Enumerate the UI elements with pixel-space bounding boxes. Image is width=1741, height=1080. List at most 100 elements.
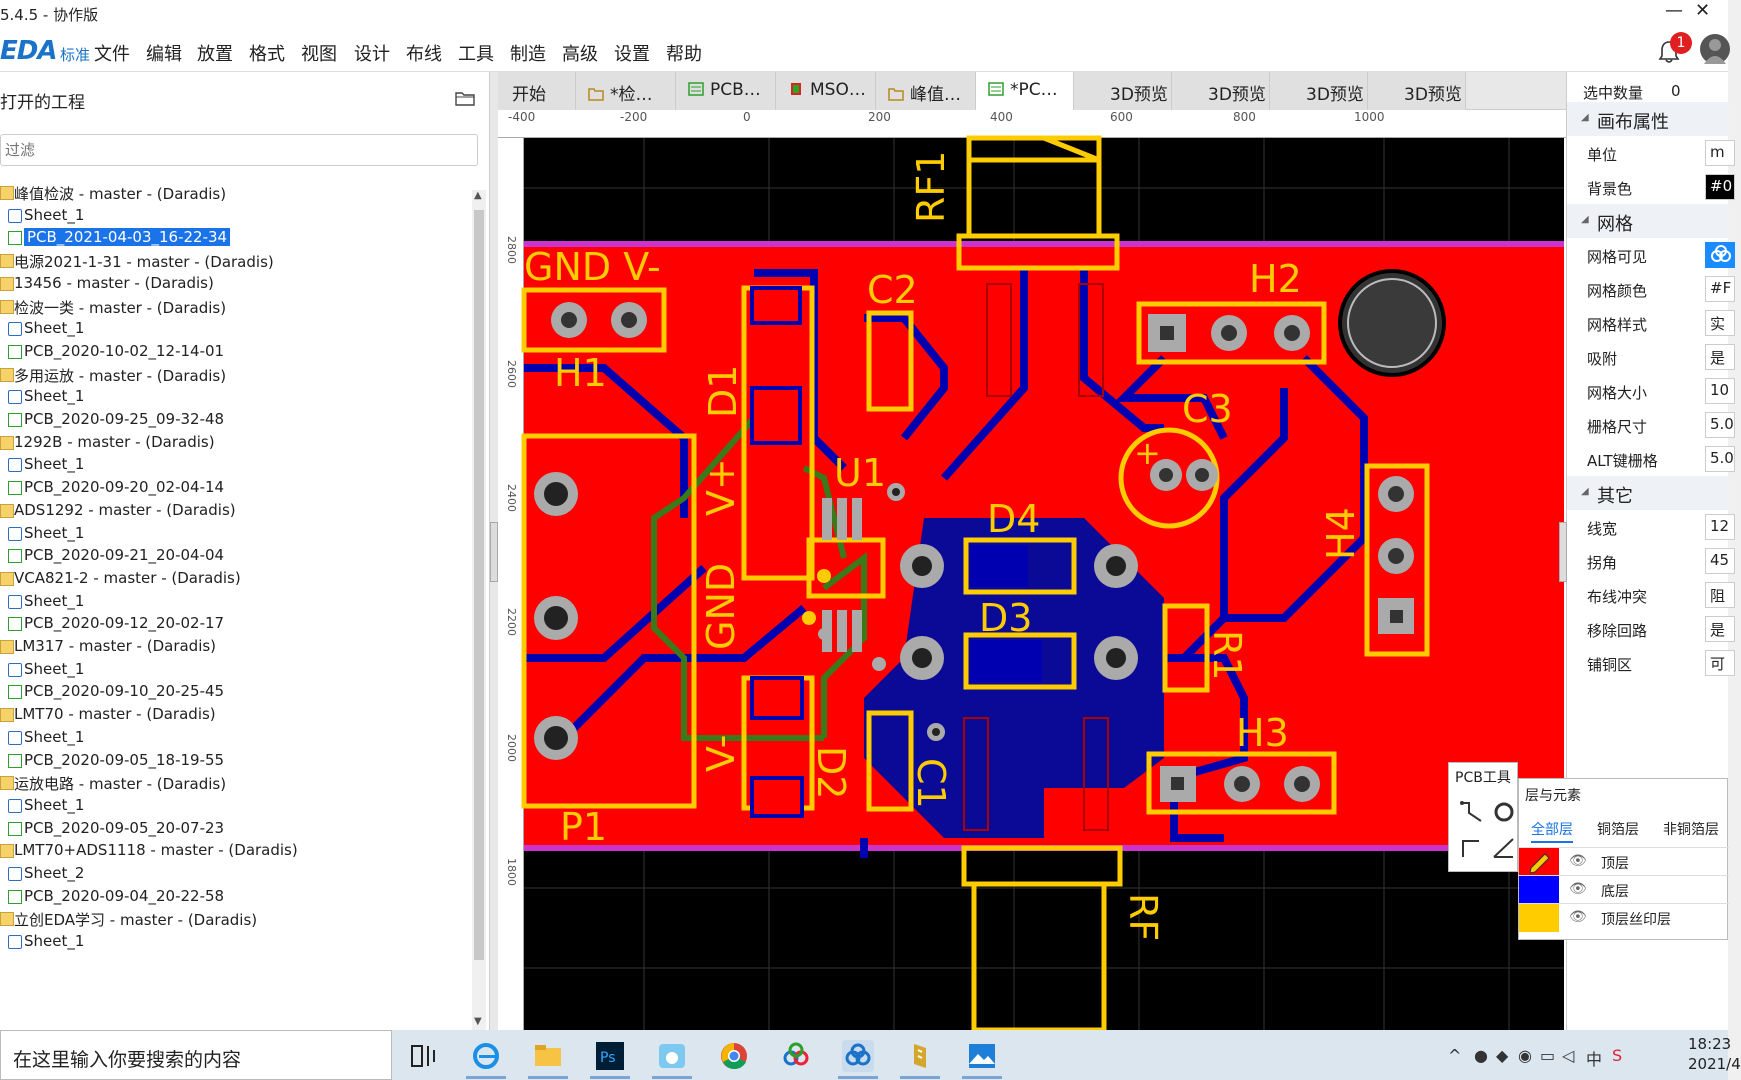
photoshop-icon[interactable]: Ps [594, 1040, 626, 1072]
layer-color-swatch[interactable] [1519, 876, 1559, 904]
corner-select[interactable]: 45 [1705, 548, 1735, 574]
menu-settings[interactable]: 设置 [614, 44, 650, 65]
document-tab[interactable]: 3D预览 [1270, 72, 1368, 110]
layer-row[interactable]: 👁底层 [1519, 875, 1729, 904]
grid-size-field[interactable]: 10 [1705, 378, 1735, 404]
right-splitter-grip[interactable] [1559, 522, 1567, 582]
grid-style-select[interactable]: 实 [1705, 310, 1735, 336]
tab-copper-layers[interactable]: 铜箔层 [1597, 822, 1639, 838]
photoshop-running-indicator [590, 1076, 630, 1079]
layer-row[interactable]: 👁顶层丝印层 [1519, 903, 1729, 932]
menu-route[interactable]: 布线 [406, 44, 442, 65]
chrome-icon[interactable] [718, 1040, 750, 1072]
layer-row[interactable]: 👁顶层 [1519, 847, 1729, 876]
schematic-icon [8, 662, 22, 677]
menu-design[interactable]: 设计 [354, 44, 390, 65]
menu-help[interactable]: 帮助 [666, 44, 702, 65]
tree-item-label: 电源2021-1-31 - master - (Daradis) [14, 253, 274, 272]
eye-icon[interactable]: 👁 [1569, 881, 1587, 897]
archive-app-icon[interactable] [904, 1040, 936, 1072]
snap-select[interactable]: 是 [1705, 344, 1735, 370]
tray-volume-icon[interactable]: ◁ [1562, 1046, 1575, 1065]
tray-qq-icon[interactable]: ● [1474, 1046, 1488, 1065]
menu-file[interactable]: 文件 [94, 44, 130, 65]
tray-shield-icon[interactable]: ◉ [1518, 1046, 1532, 1065]
tray-status-icon[interactable]: ◆ [1496, 1046, 1509, 1065]
alt-fence-field[interactable]: 5.0 [1705, 446, 1735, 472]
section-grid[interactable]: ◢网格 [1567, 204, 1729, 238]
tree-scrollbar[interactable]: ▲ ▼ [472, 190, 486, 1030]
menu-place[interactable]: 放置 [197, 44, 233, 65]
menu-fabrication[interactable]: 制造 [510, 44, 546, 65]
document-tab[interactable]: 开始 [498, 72, 576, 110]
eye-icon[interactable]: 👁 [1569, 853, 1587, 869]
photos-app-icon[interactable] [966, 1040, 998, 1072]
unit-field[interactable]: m [1705, 140, 1735, 166]
tree-item-label: 1292B - master - (Daradis) [14, 432, 215, 451]
document-tab[interactable]: MSO… [776, 72, 876, 110]
grid-color-field[interactable]: #F [1705, 276, 1735, 302]
scroll-thumb[interactable] [474, 210, 484, 960]
document-tab[interactable]: *检… [576, 72, 676, 110]
route-conflict-select[interactable]: 阻 [1705, 582, 1735, 608]
pcb-board-view[interactable]: GND V- H1 RF1 D1 C2 H2 C3 + U1 V+ GND D4… [521, 135, 1564, 1033]
taskbar-clock[interactable]: 18:23 2021/4 [1688, 1034, 1741, 1074]
easyeda-app-icon[interactable] [780, 1040, 812, 1072]
track-tool-icon[interactable] [1459, 799, 1485, 825]
menu-advanced[interactable]: 高级 [562, 44, 598, 65]
menu-format[interactable]: 格式 [249, 44, 285, 65]
taskbar-search[interactable]: 在这里输入你要搜索的内容 [0, 1030, 392, 1080]
copper-area-select[interactable]: 可 [1705, 650, 1735, 676]
live-app-icon[interactable] [656, 1040, 688, 1072]
scroll-up-icon[interactable]: ▲ [474, 190, 482, 201]
document-tab[interactable]: 3D预览 [1172, 72, 1270, 110]
tree-item-label: 检波一类 - master - (Daradis) [14, 298, 227, 317]
tray-ime-icon[interactable]: 中 [1586, 1050, 1603, 1069]
layer-color-swatch[interactable] [1519, 848, 1559, 876]
avatar[interactable] [1700, 34, 1730, 64]
easyeda-cloud-icon[interactable] [842, 1040, 874, 1072]
line-width-field[interactable]: 12 [1705, 514, 1735, 540]
document-tab[interactable]: 3D预览 [1074, 72, 1172, 110]
scroll-down-icon[interactable]: ▼ [474, 1016, 482, 1027]
document-tab[interactable]: 3D预览 [1368, 72, 1466, 110]
section-canvas-props[interactable]: ◢画布属性 [1567, 102, 1729, 136]
menu-view[interactable]: 视图 [301, 44, 337, 65]
tree-item-label: PCB_2020-09-25_09-32-48 [24, 410, 225, 428]
ruler-tick-label: 800 [1233, 110, 1256, 124]
remove-loop-select[interactable]: 是 [1705, 616, 1735, 642]
task-view-icon[interactable] [408, 1040, 440, 1072]
minimize-button[interactable]: — [1665, 0, 1683, 21]
grid-visible-toggle[interactable] [1705, 242, 1735, 268]
live-running-indicator [652, 1076, 692, 1079]
open-folder-icon[interactable] [455, 90, 475, 106]
document-tab[interactable]: PCB… [676, 72, 776, 110]
tray-battery-icon[interactable]: ▭ [1540, 1046, 1556, 1065]
layer-color-swatch[interactable] [1519, 904, 1559, 932]
tab-non-copper-layers[interactable]: 非铜箔层 [1663, 822, 1719, 838]
tray-expand-icon[interactable]: ^ [1448, 1046, 1462, 1065]
file-explorer-icon[interactable] [532, 1040, 564, 1072]
menu-tools[interactable]: 工具 [458, 44, 494, 65]
section-other[interactable]: ◢其它 [1567, 476, 1729, 510]
line-tool-icon[interactable] [1459, 835, 1485, 861]
splitter-grip[interactable] [490, 522, 498, 582]
tab-all-layers[interactable]: 全部层 [1531, 813, 1573, 843]
angle-tool-icon[interactable] [1491, 835, 1517, 861]
folder-icon [0, 640, 14, 654]
via-tool-icon[interactable] [1491, 799, 1517, 825]
document-tab[interactable]: *PC… [976, 72, 1074, 110]
left-splitter[interactable] [490, 72, 498, 1030]
close-button[interactable]: ✕ [1695, 0, 1711, 21]
eye-icon[interactable]: 👁 [1569, 909, 1587, 925]
menu-edit[interactable]: 编辑 [146, 44, 182, 65]
bg-color-field[interactable]: #0 [1705, 174, 1735, 200]
fence-size-field[interactable]: 5.0 [1705, 412, 1735, 438]
ie-browser-icon[interactable] [470, 1040, 502, 1072]
filter-input[interactable] [0, 134, 478, 166]
tray-app-icon[interactable]: S [1612, 1046, 1623, 1065]
document-tab[interactable]: 峰值… [876, 72, 976, 110]
tree-item-label: Sheet_1 [24, 319, 85, 338]
